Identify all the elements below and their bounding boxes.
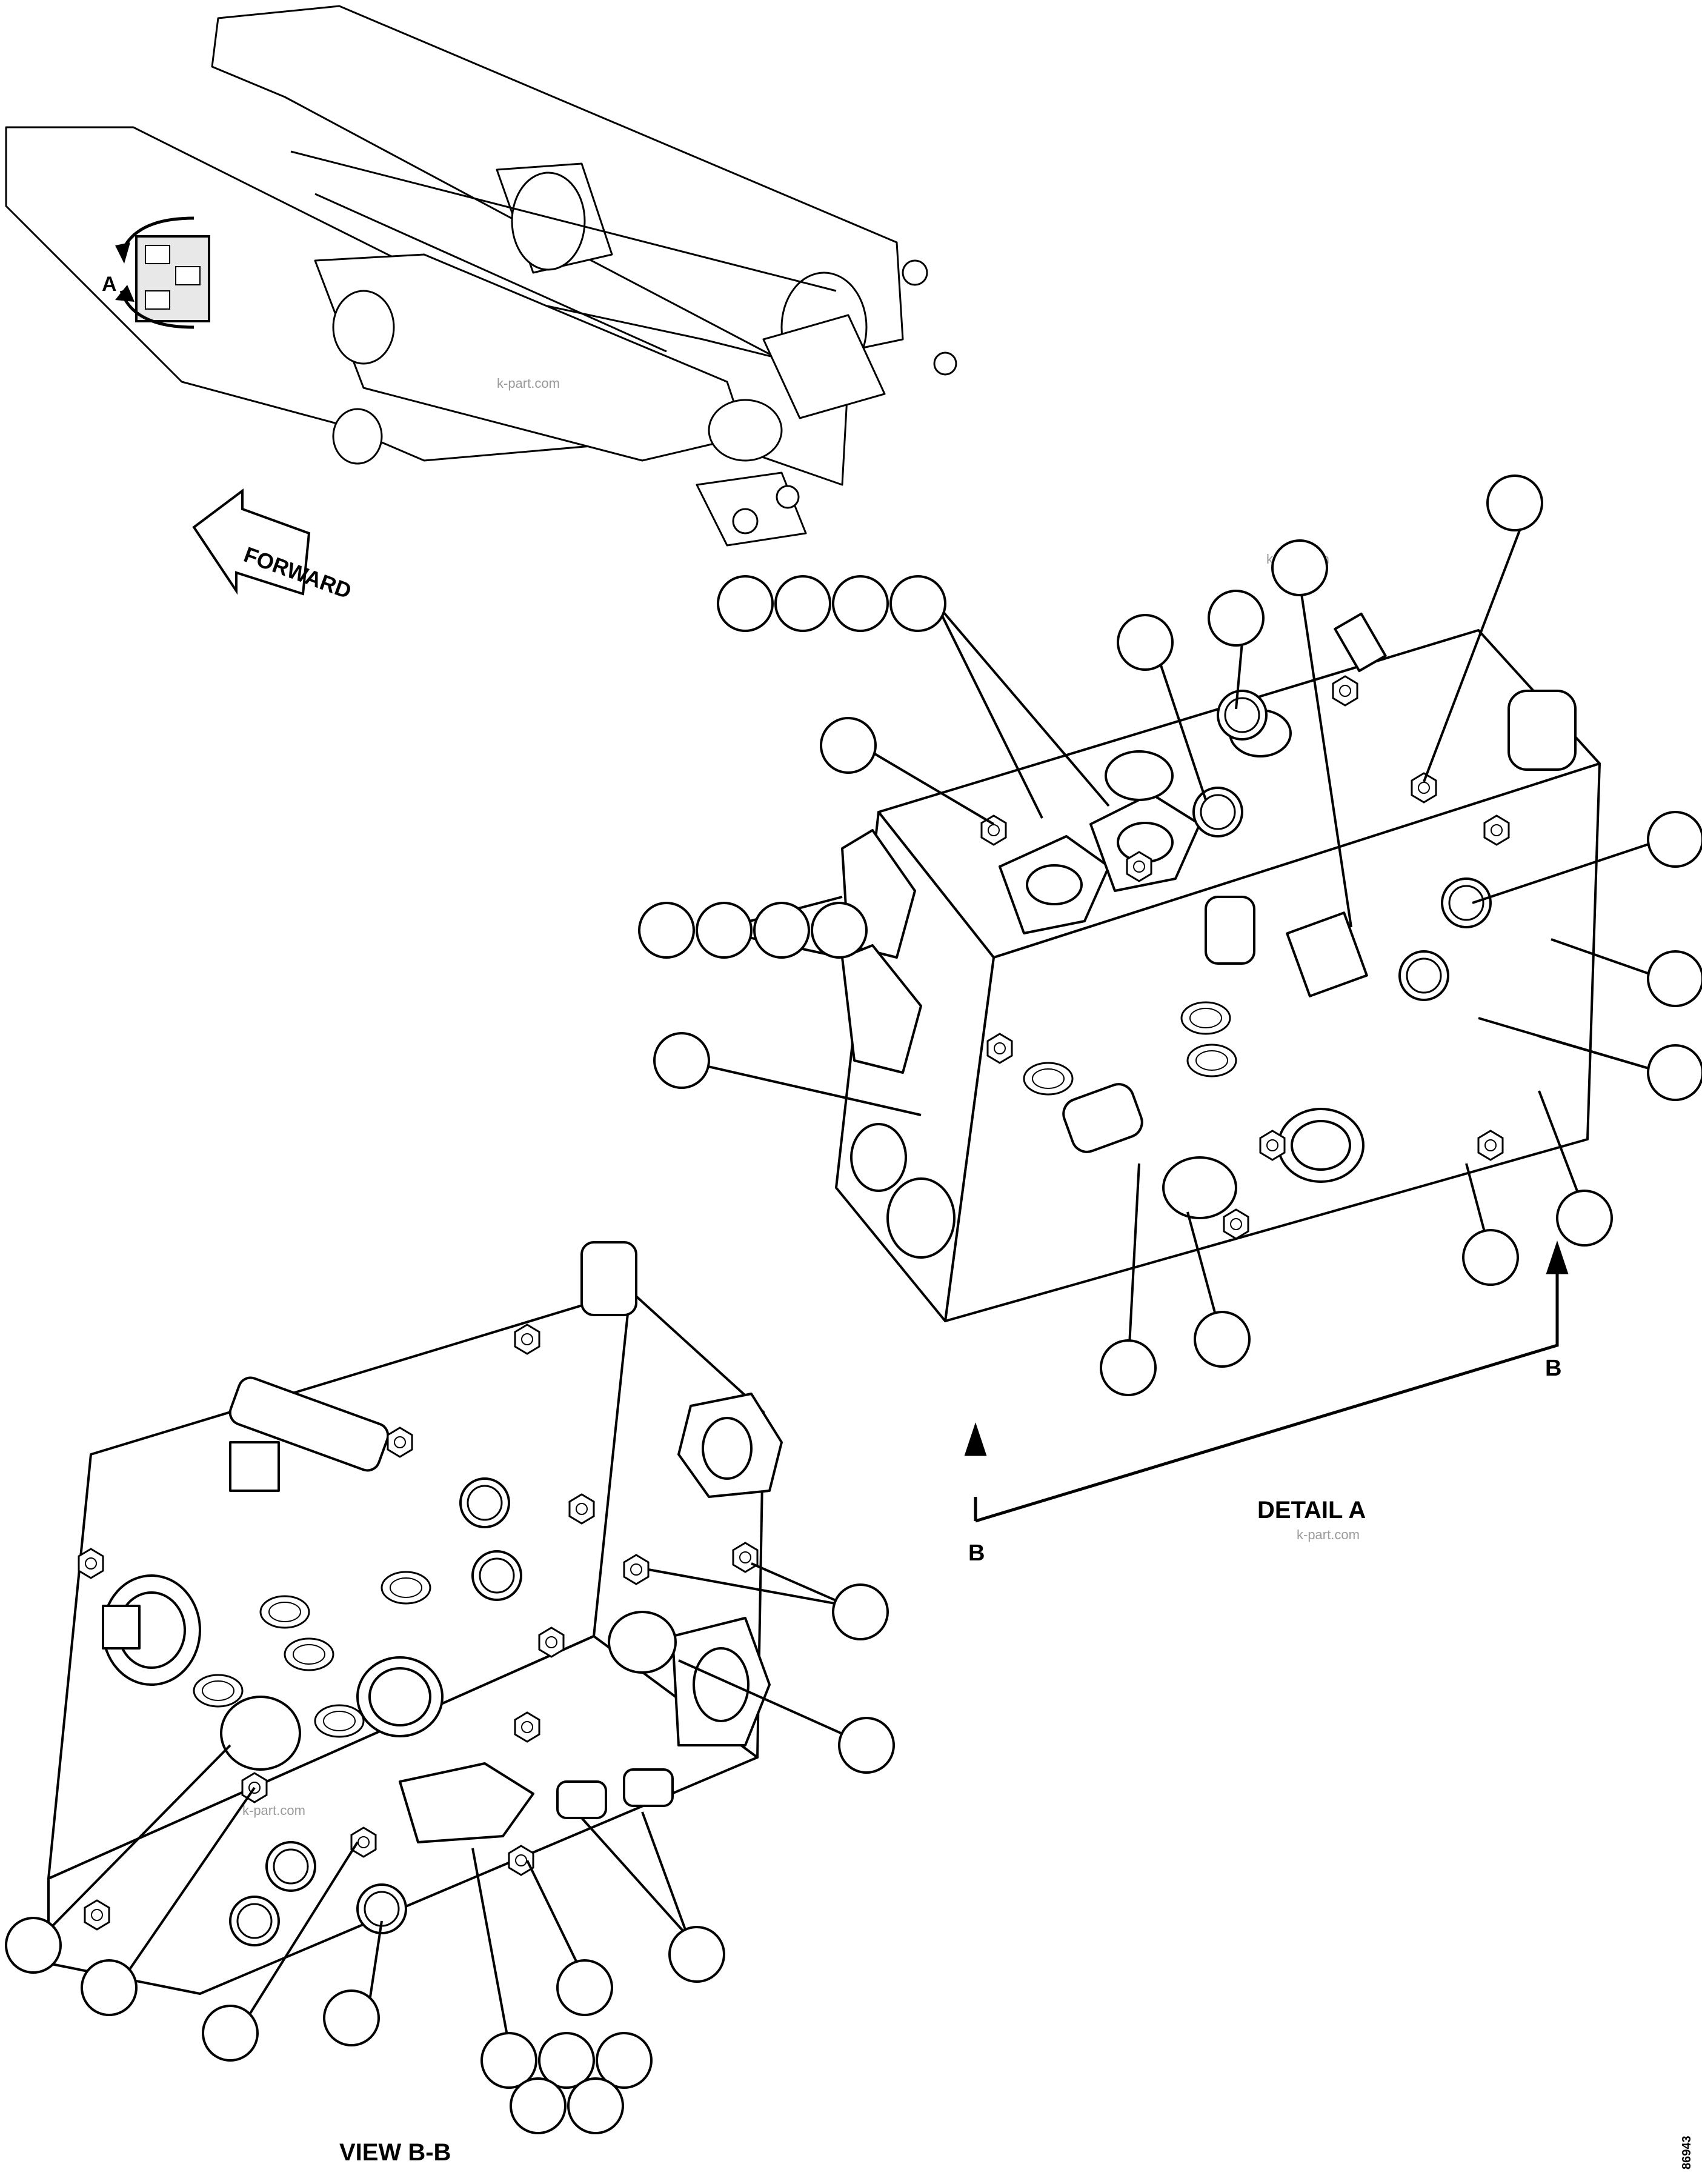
view-bb-washer xyxy=(284,1637,334,1671)
view-bb-plug xyxy=(471,1550,522,1601)
view-bb-bolt xyxy=(568,1493,595,1525)
detail-a-washer xyxy=(1180,1001,1231,1035)
detail-a-plug xyxy=(1217,690,1268,741)
view-bb-bolt xyxy=(508,1845,534,1876)
view-bb-valve-block xyxy=(47,1241,783,1995)
detail-a-bolt xyxy=(986,1033,1013,1064)
view-bb-bolt xyxy=(623,1554,650,1585)
detail-a-bolt xyxy=(1126,851,1152,882)
detail-a-washer xyxy=(1186,1044,1237,1077)
detail-a-bolt xyxy=(1411,772,1437,804)
detail-a-plug xyxy=(1441,877,1492,928)
section-b-label-bottom: B xyxy=(968,1540,985,1566)
view-bb-bolt xyxy=(78,1548,104,1579)
frame-valve-location xyxy=(115,216,210,329)
detail-a-bolt xyxy=(1223,1208,1249,1240)
drawing-code: 86943 xyxy=(1680,2136,1694,2169)
view-bb-title: VIEW B-B xyxy=(339,2139,451,2166)
view-bb-bolt xyxy=(84,1899,110,1931)
forward-arrow: FORWARD xyxy=(192,488,354,604)
view-bb-bolt xyxy=(514,1323,540,1355)
detail-a-title: DETAIL A xyxy=(1257,1497,1366,1523)
view-a-marker: A xyxy=(102,273,117,296)
section-b-cut-line xyxy=(964,1240,1569,1523)
view-bb-bolt xyxy=(350,1826,377,1858)
view-bb-washer xyxy=(259,1595,310,1629)
view-bb-callouts xyxy=(5,1562,895,2134)
detail-a-bolt xyxy=(1477,1130,1504,1161)
loader-frame xyxy=(5,5,957,547)
view-bb-plug xyxy=(459,1477,510,1528)
detail-a-plug xyxy=(1192,787,1243,837)
detail-a-washer xyxy=(1023,1062,1074,1096)
view-bb-bolt xyxy=(387,1427,413,1458)
view-bb-bolt xyxy=(538,1626,565,1658)
view-bb-bolt xyxy=(514,1711,540,1743)
section-b-label-top: B xyxy=(1545,1356,1561,1381)
detail-a-plug xyxy=(1398,950,1449,1001)
watermark-detail-title: k-part.com xyxy=(1297,1527,1360,1542)
view-bb-washer xyxy=(381,1571,431,1605)
detail-a-bolt xyxy=(1483,814,1510,846)
view-bb-washer xyxy=(314,1704,365,1738)
detail-a-valve-block xyxy=(835,612,1601,1322)
watermark-view: k-part.com xyxy=(242,1803,305,1818)
detail-a-callouts xyxy=(638,474,1702,1396)
watermark-frame: k-part.com xyxy=(497,376,560,391)
detail-a-bolt xyxy=(1259,1130,1286,1161)
detail-a-bolt xyxy=(1332,675,1358,707)
view-bb-plug xyxy=(229,1896,280,1946)
view-bb-bolt xyxy=(732,1542,759,1573)
view-bb-plug xyxy=(265,1841,316,1892)
view-bb-washer xyxy=(193,1674,244,1708)
